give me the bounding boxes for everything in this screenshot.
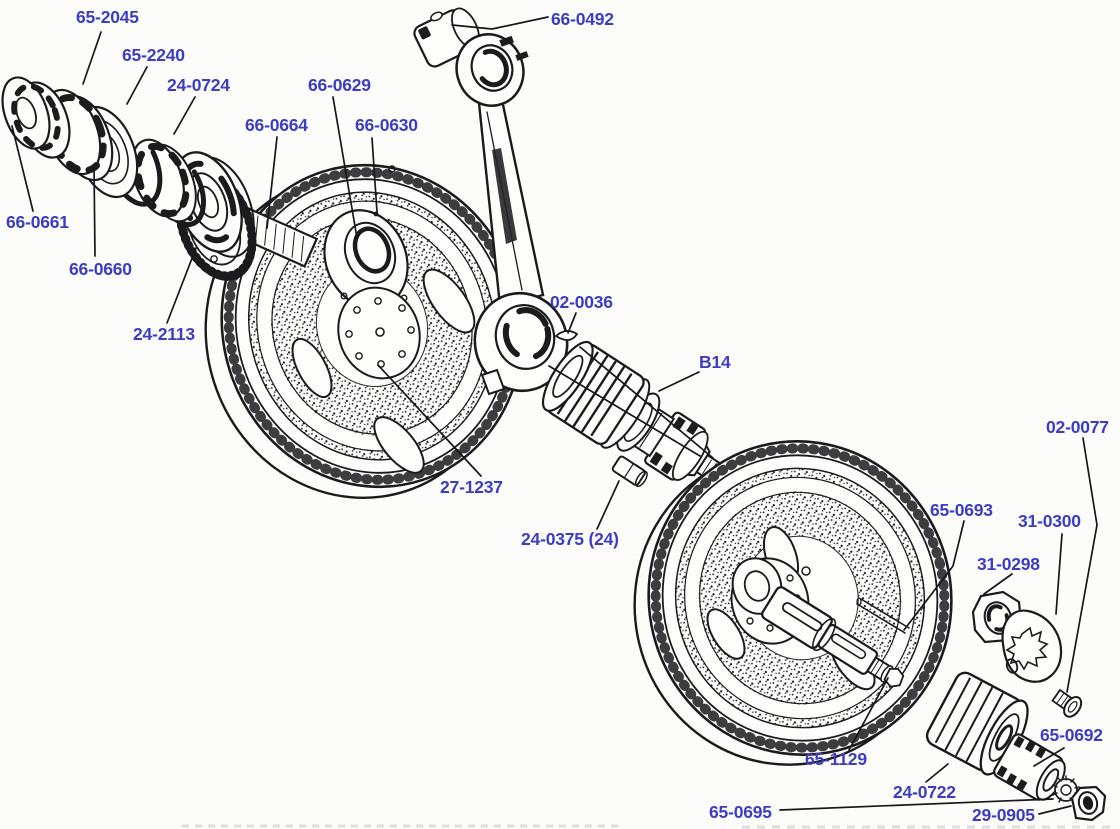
part-label-02-0036: 02-0036 (550, 292, 613, 312)
leader-lines (11, 16, 1098, 815)
part-label-66-0664: 66-0664 (245, 115, 308, 135)
cropped-caption-marks (182, 824, 1112, 829)
timing-side-parts (925, 590, 1107, 822)
big-end-roller (611, 455, 648, 488)
part-label-65-2240: 65-2240 (122, 45, 185, 65)
spring-washer (1052, 775, 1080, 803)
drive-side-mainshaft-assembly (1, 76, 319, 281)
part-label-66-0630: 66-0630 (355, 115, 418, 135)
part-label-24-0722: 24-0722 (893, 782, 956, 802)
woodruff-key (554, 330, 579, 341)
part-label-31-0298: 31-0298 (977, 554, 1040, 574)
part-label-24-2113: 24-2113 (133, 324, 195, 344)
part-label-29-0905: 29-0905 (972, 805, 1035, 825)
part-label-B14: B14 (699, 352, 731, 372)
part-label-65-0693: 65-0693 (930, 500, 993, 520)
part-label-65-0692: 65-0692 (1040, 725, 1103, 745)
part-label-24-0724: 24-0724 (167, 75, 230, 95)
crankpin-stud (856, 597, 910, 634)
part-label-27-1237: 27-1237 (440, 477, 503, 497)
part-label-65-0695: 65-0695 (709, 802, 772, 822)
part-label-66-0629: 66-0629 (308, 75, 371, 95)
b14-drive-sprocket-assembly (541, 340, 736, 489)
connecting-rod (413, 7, 569, 396)
part-label-66-0661: 66-0661 (6, 212, 69, 232)
timing-side-mainshaft (761, 586, 905, 688)
part-label-31-0300: 31-0300 (1018, 511, 1081, 531)
part-label-66-0660: 66-0660 (69, 259, 132, 279)
part-label-66-0492: 66-0492 (551, 9, 614, 29)
part-label-65-1129: 65-1129 (805, 749, 867, 769)
part-label-02-0077: 02-0077 (1046, 417, 1109, 437)
part-label-65-2045: 65-2045 (76, 7, 139, 27)
part-label-24-0375: 24-0375 (24) (521, 529, 619, 549)
